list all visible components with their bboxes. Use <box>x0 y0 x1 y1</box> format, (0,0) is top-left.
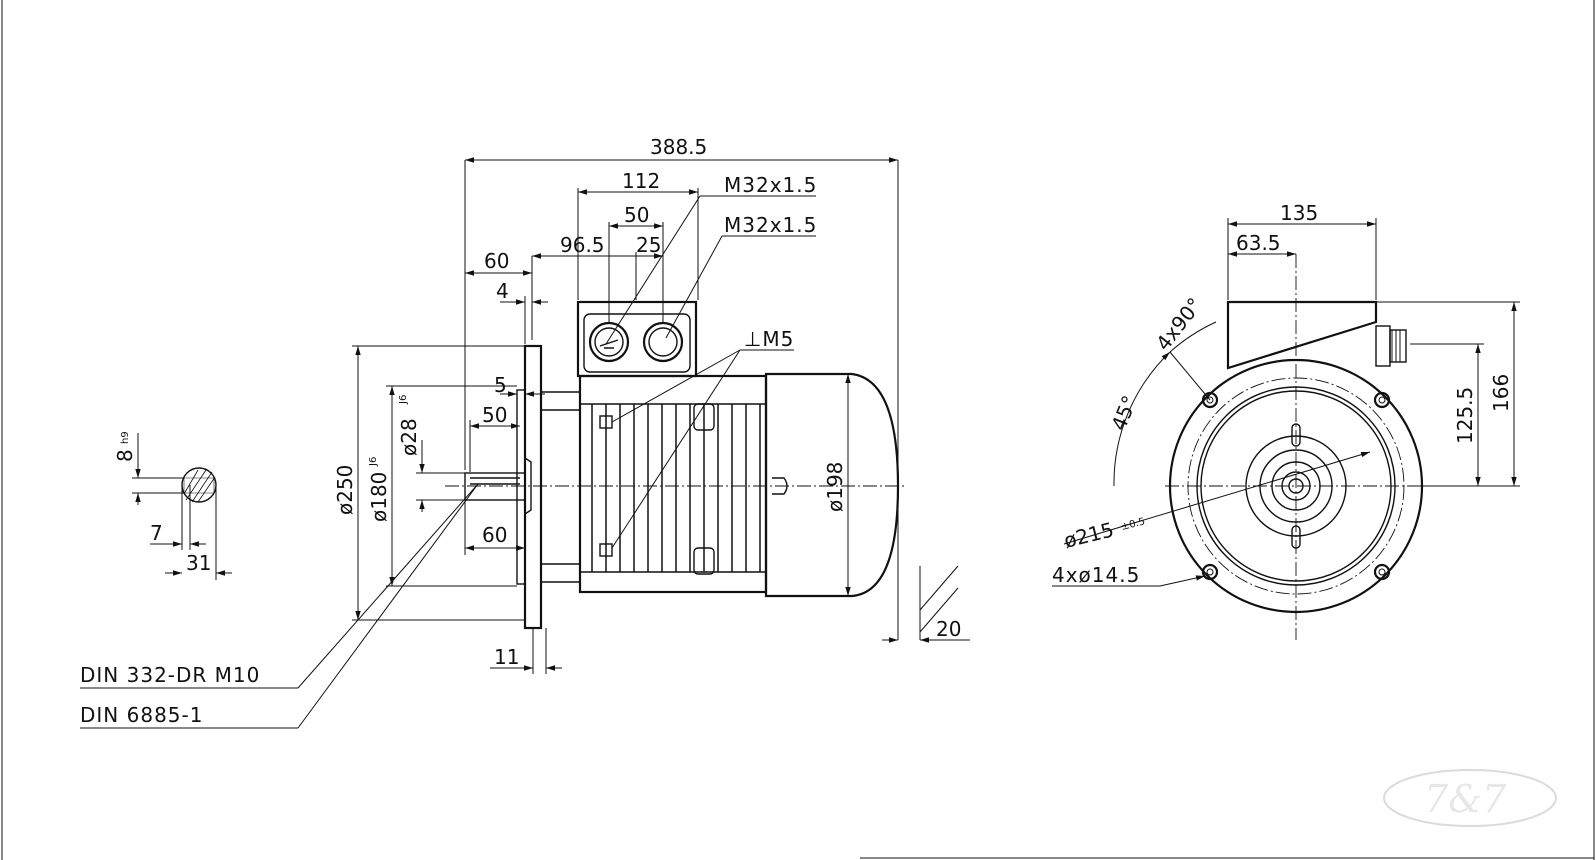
key-depth-label: 7 <box>150 521 163 545</box>
centre-hole-std-label: DIN 332-DR M10 <box>80 663 260 687</box>
company-logo: 7&7 <box>1383 769 1557 827</box>
overall-length-label: 388.5 <box>650 135 707 159</box>
cable-gland-2-label: M32x1.5 <box>724 213 817 237</box>
hole-angle-spacing-label: 4x90° <box>1151 293 1207 355</box>
cable-gland-1-label: M32x1.5 <box>724 173 817 197</box>
shaft-key-length-label: 50 <box>482 403 507 427</box>
spigot-diameter-label: ø180 <box>367 472 391 522</box>
shaft-length-label: 60 <box>482 523 507 547</box>
terminal-box-width-label: 112 <box>622 169 660 193</box>
spigot-depth-label: 5 <box>494 373 507 397</box>
shaft-diameter-label: ø28 <box>397 418 421 456</box>
flange-offset-label: 60 <box>484 249 509 273</box>
earth-screw-label: ⊥M5 <box>744 327 794 351</box>
bolt-circle-tol-label: ±0.5 <box>1120 516 1146 533</box>
spigot-fit-label: J6 <box>368 457 379 467</box>
gland-height-label: 125.5 <box>1453 387 1477 444</box>
key-section-view: 8 h9 7 31 <box>113 431 232 580</box>
shaft-height-label: 31 <box>186 551 211 575</box>
key-std-label: DIN 6885-1 <box>80 703 203 727</box>
logo-text: 7&7 <box>1424 777 1507 821</box>
flange-gap-label: 11 <box>494 645 519 669</box>
housing-diameter-label: ø198 <box>823 462 847 512</box>
box-height-label: 166 <box>1489 374 1513 412</box>
gland-spacing-label: 50 <box>624 203 649 227</box>
holes-label: 4xø14.5 <box>1052 563 1140 587</box>
key-fit-label: h9 <box>120 431 131 444</box>
bolt-circle-label: ø215 <box>1061 517 1116 552</box>
key-width-label: 8 <box>113 449 137 462</box>
gland-offset-label: 25 <box>636 233 661 257</box>
box-width-label: 135 <box>1280 201 1318 225</box>
flange-thickness-label: 4 <box>496 279 509 303</box>
end-view: 135 63.5 125.5 166 4x90° 45° ø215 ±0.5 4… <box>1052 201 1520 640</box>
box-offset-label: 63.5 <box>1236 231 1281 255</box>
shaft-fit-label: J6 <box>398 395 409 405</box>
foot-dim-label: 20 <box>936 617 961 641</box>
terminal-box-offset-label: 96.5 <box>560 233 605 257</box>
side-view: 388.5 112 50 96.5 25 60 4 5 50 <box>80 135 970 729</box>
hole-angle-start-label: 45° <box>1106 392 1142 434</box>
flange-diameter-label: ø250 <box>333 465 357 515</box>
